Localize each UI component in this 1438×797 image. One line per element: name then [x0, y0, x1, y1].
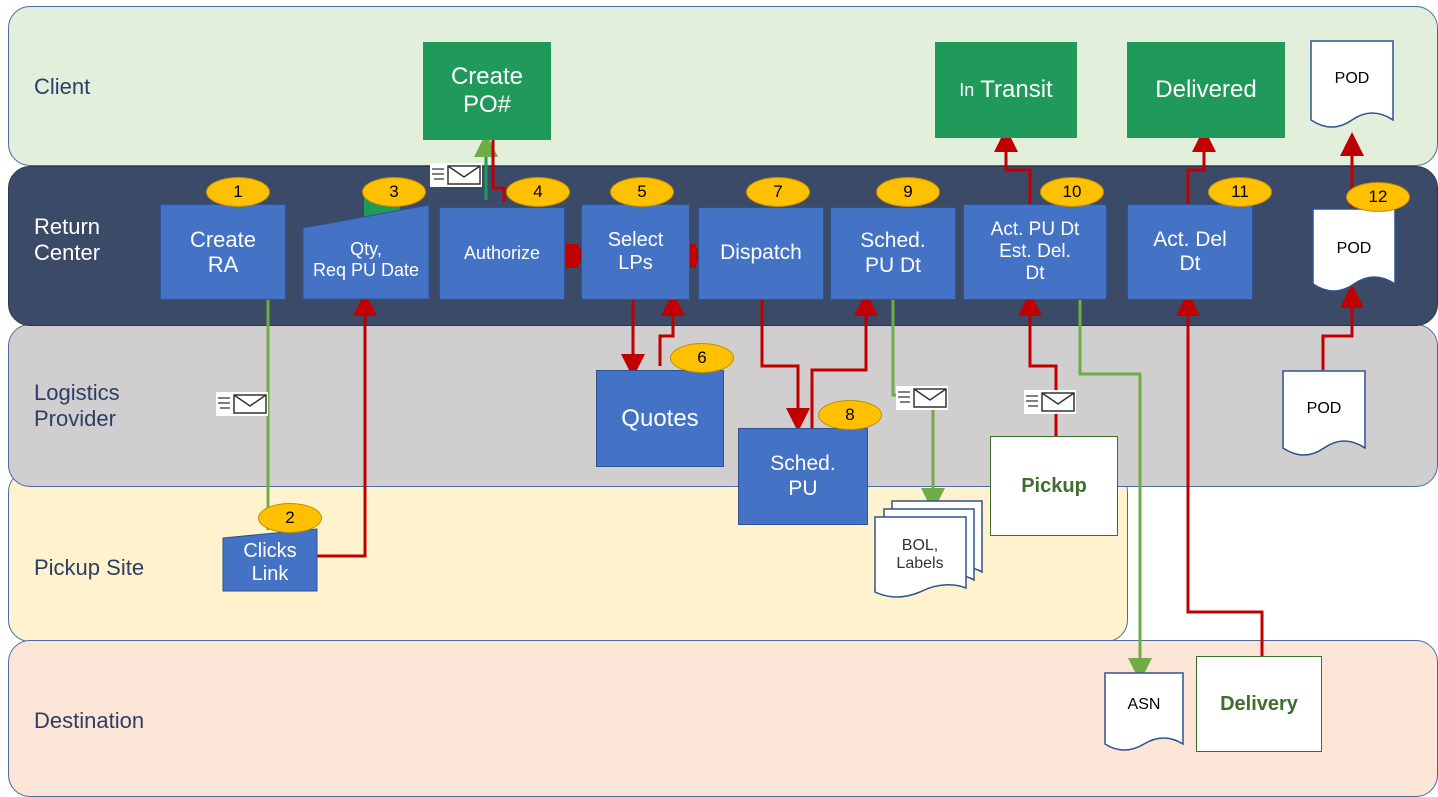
- step-select-lps: Select LPs: [581, 204, 690, 300]
- step-delivery: Delivery: [1196, 656, 1322, 752]
- step-number-badge: 3: [362, 177, 426, 207]
- step-number-badge: 6: [670, 343, 734, 373]
- connector-quotes-to-lps: [658, 292, 685, 366]
- connector-dispatch-to-schedpu: [760, 300, 810, 432]
- connector-pickup-to-actpu: [1018, 292, 1058, 436]
- step-in-transit: In Transit: [935, 42, 1077, 138]
- step-number-badge: 7: [746, 177, 810, 207]
- step-sched-pu: Sched. PU: [738, 428, 868, 525]
- step-number-badge: 10: [1040, 177, 1104, 207]
- in-transit-prefix: In: [959, 79, 975, 100]
- chevron-authorize-select: [566, 244, 583, 268]
- step-number-badge: 5: [610, 177, 674, 207]
- step-pickup: Pickup: [990, 436, 1118, 536]
- pod-doc-client: [1310, 40, 1394, 128]
- connector-delivery-to-actdel: [1176, 292, 1264, 656]
- connector-pod-lp-to-rc: [1321, 284, 1364, 370]
- step-qty-shape: [302, 204, 430, 300]
- step-number-badge: 1: [206, 177, 270, 207]
- step-number-badge: 12: [1346, 182, 1410, 212]
- lane-label-destination: Destination: [34, 708, 145, 733]
- asn-doc: [1104, 672, 1184, 751]
- asn-label: ASN: [1127, 696, 1161, 713]
- pod-doc-logistics: [1282, 370, 1366, 456]
- connector-actpu-to-transit: [994, 128, 1032, 204]
- bol-labels-text: BOL, Labels: [896, 537, 944, 572]
- lane-label-return-center: Return Center: [34, 214, 101, 266]
- step-number-badge: 2: [258, 503, 322, 533]
- step-number-badge: 11: [1208, 177, 1272, 207]
- email-icon: [216, 392, 268, 416]
- lane-label-client: Client: [34, 74, 91, 99]
- step-authorize: Authorize: [439, 207, 565, 300]
- step-clicks-link-shape: [222, 528, 318, 592]
- step-number-badge: 4: [506, 177, 570, 207]
- step-number-badge: 9: [876, 177, 940, 207]
- bol-labels-doc: [874, 500, 983, 598]
- lane-label-logistics-provider: Logistics Provider: [34, 380, 120, 432]
- connector-actdel-to-delivered: [1186, 128, 1216, 204]
- step-number-badge: 8: [818, 400, 882, 430]
- email-icon: [430, 163, 482, 187]
- connector-po-to-authorize: [491, 140, 506, 202]
- step-act-del-dt: Act. Del Dt: [1127, 204, 1253, 300]
- lane-label-pickup-site: Pickup Site: [34, 555, 145, 580]
- step-sched-pu-dt: Sched. PU Dt: [830, 207, 956, 300]
- connector-schedpu-to-sched: [810, 292, 878, 428]
- step-act-pu-dt: Act. PU Dt Est. Del. Dt: [963, 204, 1107, 300]
- step-dispatch: Dispatch: [698, 207, 824, 300]
- step-create-ra: Create RA: [160, 204, 286, 300]
- connector-actpu-to-asn: [1078, 300, 1152, 682]
- pod-label-return-center: POD: [1336, 240, 1372, 257]
- email-icon: [896, 386, 948, 410]
- connector-clicks-to-qty: [317, 292, 377, 558]
- email-icon: [1024, 390, 1076, 414]
- step-quotes: Quotes: [596, 370, 724, 467]
- in-transit-text: Transit: [980, 76, 1053, 104]
- pod-doc-return-center: [1312, 208, 1396, 292]
- pod-label-logistics: POD: [1306, 400, 1342, 417]
- pod-label-client: POD: [1334, 70, 1370, 87]
